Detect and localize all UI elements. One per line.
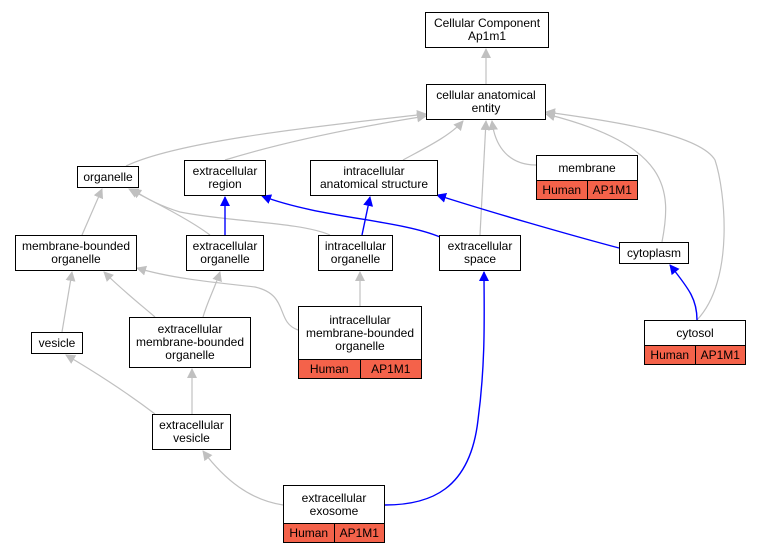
edge-cytoplasm-to-ias xyxy=(436,192,620,249)
edge-cytosol-to-cae xyxy=(545,108,725,321)
gene-label: AP1M1 xyxy=(694,346,745,364)
edge-ic-mbo-to-mbo xyxy=(136,265,299,331)
node-label: extracellular region xyxy=(192,164,258,191)
node-extracellular-region[interactable]: extracellular region xyxy=(184,160,266,196)
species-label: Human xyxy=(299,360,360,378)
node-label: intracellular organelle xyxy=(324,239,387,266)
node-vesicle[interactable]: vesicle xyxy=(31,332,83,354)
annotation-row: Human AP1M1 xyxy=(284,523,384,542)
edge-ic-organelle-to-organelle xyxy=(131,188,331,236)
edge-ext-vesicle-to-vesicle xyxy=(65,354,156,415)
node-label: extracellular exosome xyxy=(301,490,367,518)
edge-organelle-to-cae xyxy=(125,110,427,167)
gene-label: AP1M1 xyxy=(359,360,421,378)
node-label: vesicle xyxy=(38,335,76,350)
node-intracellular-anatomical-structure[interactable]: intracellular anatomical structure xyxy=(310,160,438,196)
node-membrane[interactable]: membrane Human AP1M1 xyxy=(536,155,638,200)
edge-membrane-to-cae xyxy=(488,120,537,166)
annotation-row: Human AP1M1 xyxy=(537,180,637,199)
edge-ic-organelle-to-ias xyxy=(361,196,374,236)
node-extracellular-organelle[interactable]: extracellular organelle xyxy=(186,235,264,271)
gene-label: AP1M1 xyxy=(586,181,637,199)
edge-ext-mbo-to-mbo xyxy=(103,271,156,318)
node-label: cellular anatomical entity xyxy=(436,88,536,115)
edge-exosome-to-ext-vesicle xyxy=(202,450,284,506)
edge-ext-mbo-to-ext-organelle xyxy=(202,271,222,318)
node-cytosol[interactable]: cytosol Human AP1M1 xyxy=(644,320,746,365)
annotation-row: Human AP1M1 xyxy=(645,345,745,364)
node-intracellular-membrane-bounded-organelle[interactable]: intracellular membrane-bounded organelle… xyxy=(298,306,422,379)
node-label: intracellular membrane-bounded organelle xyxy=(305,312,415,353)
node-extracellular-exosome[interactable]: extracellular exosome Human AP1M1 xyxy=(283,485,385,543)
node-extracellular-vesicle[interactable]: extracellular vesicle xyxy=(152,414,231,450)
edge-cytosol-to-cytoplasm xyxy=(669,264,698,321)
species-label: Human xyxy=(284,524,334,542)
node-label: cytosol xyxy=(676,325,714,340)
node-cellular-anatomical-entity[interactable]: cellular anatomical entity xyxy=(426,84,546,120)
node-label: extracellular organelle xyxy=(192,239,258,266)
node-label: extracellular vesicle xyxy=(159,418,224,445)
node-label: organelle xyxy=(83,169,133,184)
edge-ext-space-to-cae xyxy=(479,120,491,236)
node-organelle[interactable]: organelle xyxy=(77,166,139,188)
node-membrane-bounded-organelle[interactable]: membrane-bounded organelle xyxy=(15,235,137,271)
edge-vesicle-to-mbo xyxy=(61,271,76,333)
node-label: membrane xyxy=(558,160,616,175)
node-label: Cellular Component Ap1m1 xyxy=(433,16,541,43)
node-cellular-component-root[interactable]: Cellular Component Ap1m1 xyxy=(425,12,549,48)
edge-mbo-to-organelle xyxy=(81,188,103,236)
node-extracellular-membrane-bounded-organelle[interactable]: extracellular membrane-bounded organelle xyxy=(129,317,251,368)
gene-label: AP1M1 xyxy=(333,524,384,542)
edge-ext-space-to-ext-region xyxy=(261,194,441,238)
edge-ext-region-to-cae xyxy=(224,112,427,161)
node-label: extracellular membrane-bounded organelle xyxy=(135,322,245,362)
node-intracellular-organelle[interactable]: intracellular organelle xyxy=(318,235,393,271)
node-cytoplasm[interactable]: cytoplasm xyxy=(619,242,689,264)
annotation-row: Human AP1M1 xyxy=(299,359,421,378)
node-label: intracellular anatomical structure xyxy=(319,164,429,191)
node-label: extracellular space xyxy=(447,239,513,266)
edge-exosome-to-ext-space xyxy=(384,271,490,506)
species-label: Human xyxy=(645,346,695,364)
node-extracellular-space[interactable]: extracellular space xyxy=(439,235,521,271)
node-label: membrane-bounded organelle xyxy=(21,239,131,266)
node-label: cytoplasm xyxy=(626,245,682,260)
edge-cytoplasm-to-cae xyxy=(545,111,667,243)
edge-ias-to-cae xyxy=(402,120,464,161)
species-label: Human xyxy=(537,181,587,199)
